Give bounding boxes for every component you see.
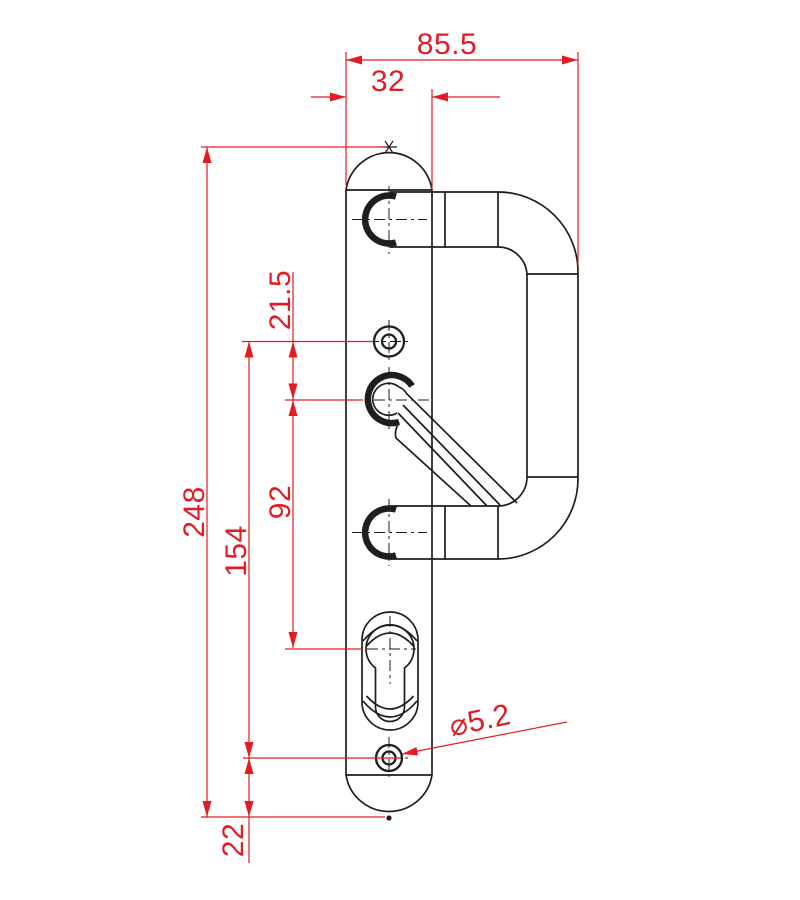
- lever-lower-contour: [397, 412, 488, 507]
- dim-plate-length: 248: [178, 147, 212, 817]
- arrowhead: [562, 55, 578, 65]
- leader-arrowhead: [402, 747, 418, 756]
- dim-label-screw-hole-diameter: ⌀5.2: [446, 698, 513, 743]
- arrowhead: [202, 801, 212, 817]
- arrowhead: [244, 758, 254, 774]
- dim-label-plate-width: 32: [371, 65, 405, 98]
- cylinder-bottom-lip-inner: [365, 695, 415, 710]
- arrowhead: [244, 341, 254, 358]
- arrowhead: [244, 801, 254, 817]
- arrowhead: [202, 147, 212, 163]
- bottom-apex-dot-mark: [386, 815, 392, 821]
- dim-spindle-to-cylinder: 92: [264, 400, 298, 648]
- dim-label-screw-to-spindle: 21.5: [264, 270, 297, 330]
- arrowhead: [288, 400, 298, 416]
- arrowhead: [288, 632, 298, 648]
- lever-hub-ring: [364, 371, 415, 427]
- leader-line: [401, 721, 568, 755]
- arrowhead: [330, 92, 346, 102]
- backplate: [345, 151, 433, 813]
- arrowhead: [244, 742, 254, 758]
- lever-hub-inner-circle: [371, 382, 400, 417]
- dim-screw-centres: 154: [220, 341, 254, 758]
- dim-label-screw-centres: 154: [220, 525, 253, 577]
- plate-bottom-dome: [345, 774, 433, 813]
- arrowhead: [346, 55, 362, 65]
- top-corner-inner-arc: [497, 246, 528, 277]
- dim-overall-depth: 85.5: [346, 28, 578, 65]
- dim-label-spindle-to-cylinder: 92: [264, 485, 297, 519]
- arrowhead: [432, 92, 448, 102]
- dim-plate-width: 32: [311, 65, 500, 102]
- cylinder-escutcheon-outline: [361, 611, 419, 731]
- dim-label-overall-depth: 85.5: [417, 28, 477, 61]
- extension-lines: [201, 52, 579, 818]
- top-fixing-boss: [361, 192, 397, 247]
- dim-label-screw-to-end: 22: [217, 823, 250, 857]
- dim-screw-to-end: 22: [217, 758, 254, 863]
- lever-lower-silhouette: [394, 421, 472, 507]
- lever-upper-contour: [402, 404, 501, 506]
- dim-screw-hole-diameter: ⌀5.2: [401, 698, 568, 756]
- cylinder-bottom-lip-outer: [362, 700, 418, 718]
- pull-handle: [361, 191, 579, 560]
- arrowhead: [288, 383, 298, 400]
- lever-upper-silhouette: [398, 386, 518, 504]
- bottom-corner-inner-arc: [497, 476, 528, 507]
- dim-screw-to-spindle: 21.5: [264, 270, 298, 648]
- lever-assembly: [364, 371, 518, 507]
- dim-label-plate-length: 248: [178, 486, 211, 538]
- bottom-corner-outer-arc: [497, 478, 579, 560]
- arrowhead: [288, 341, 298, 358]
- bottom-fixing-boss: [361, 505, 397, 560]
- top-corner-outer-arc: [497, 191, 579, 273]
- plate-top-dome: [345, 151, 433, 191]
